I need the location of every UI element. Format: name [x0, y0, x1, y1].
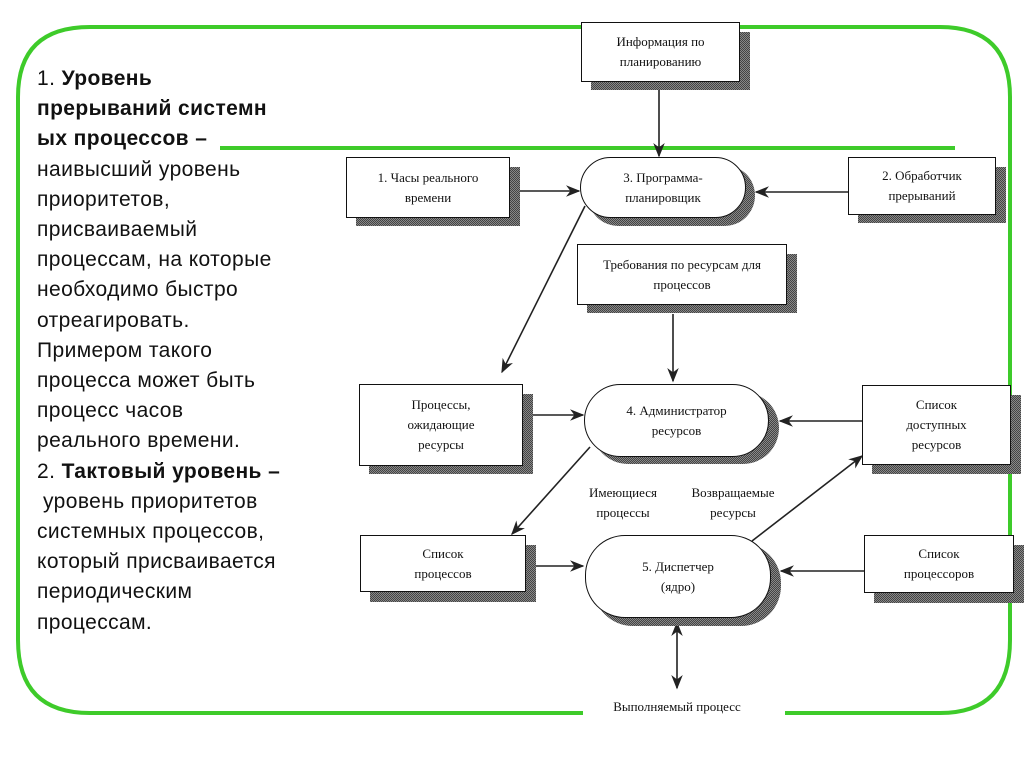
node-resource-requirements: Требования по ресурсам для процессов: [577, 244, 787, 305]
item1-number: 1.: [37, 67, 56, 90]
node-planning-info: Информация по планированию: [581, 22, 740, 82]
node-label: 4. Администратор ресурсов: [626, 402, 727, 438]
item1-body-line: наивысший уровень: [37, 157, 241, 181]
item1-body-line: приоритетов,: [37, 187, 171, 211]
node-waiting-processes: Процессы, ожидающие ресурсы: [359, 384, 523, 466]
edge-label-text: Выполняемый процесс: [613, 699, 741, 714]
edge-label-text: Возвращаемые ресурсы: [691, 485, 775, 520]
node-scheduler: 3. Программа-планировщик: [580, 157, 746, 218]
item1-body-line: Примером такого: [37, 338, 213, 362]
edge-scheduler-to-waiting: [501, 205, 586, 374]
edge-dispatcher-to-available: [751, 455, 864, 542]
item2-body-line: который присваивается: [37, 550, 276, 574]
edge-label-text: Имеющиеся процессы: [589, 485, 657, 520]
node-label: 2. Обработчик прерываний: [882, 168, 962, 203]
node-label: Список доступных ресурсов: [906, 397, 967, 452]
node-realtime-clock: 1. Часы реального времени: [346, 157, 510, 218]
node-label: Информация по планированию: [616, 34, 705, 69]
node-label: 3. Программа-планировщик: [623, 169, 703, 205]
item1-body-line: процесса может быть: [37, 369, 256, 393]
node-process-list: Список процессов: [360, 535, 526, 592]
item1-body-line: отреагировать.: [37, 308, 190, 332]
item1-body-line: реального времени.: [37, 429, 241, 453]
item1-title-line: ых процессов –: [37, 127, 208, 151]
edge-manager-to-processlist: [511, 446, 591, 536]
item1-title-line: прерываний системн: [37, 97, 267, 121]
node-processor-list: Список процессоров: [864, 535, 1014, 593]
node-interrupt-handler: 2. Обработчик прерываний: [848, 157, 996, 215]
item2-body-line: уровень приоритетов: [43, 489, 258, 513]
node-label: Требования по ресурсам для процессов: [603, 256, 761, 292]
node-available-resources: Список доступных ресурсов: [862, 385, 1011, 465]
node-label: Список процессов: [414, 545, 472, 581]
description-text: 1. Уровень прерываний системн ых процесс…: [37, 64, 337, 638]
item2-body-line: периодическим: [37, 580, 193, 604]
node-label: Список процессоров: [903, 546, 975, 581]
item2-body-line: системных процессов,: [37, 520, 265, 544]
item2-number: 2.: [37, 459, 56, 483]
item2-heading: 2. Тактовый уровень –: [37, 457, 337, 487]
item1-body-line: присваиваемый: [37, 218, 198, 242]
node-label: 1. Часы реального времени: [377, 169, 479, 205]
item1-body-line: необходимо быстро: [37, 278, 239, 302]
edge-label-returned-resources: Возвращаемые ресурсы: [680, 483, 786, 523]
node-label: Процессы, ожидающие ресурсы: [407, 397, 475, 452]
frame-border: [16, 25, 1012, 715]
item1-heading: 1. Уровень: [37, 64, 337, 94]
item1-title-line: Уровень: [61, 67, 153, 90]
node-dispatcher: 5. Диспетчер (ядро): [585, 535, 771, 618]
node-label: 5. Диспетчер (ядро): [642, 558, 714, 594]
item1-body-line: процессам, на которые: [37, 248, 272, 272]
item2-body-line: процессам.: [37, 610, 153, 634]
edge-label-existing-processes: Имеющиеся процессы: [578, 483, 668, 523]
item2-title: Тактовый уровень –: [61, 459, 281, 483]
node-resource-manager: 4. Администратор ресурсов: [584, 384, 769, 457]
item1-body-line: процесс часов: [37, 399, 184, 423]
edge-label-running-process: Выполняемый процесс: [596, 697, 758, 717]
